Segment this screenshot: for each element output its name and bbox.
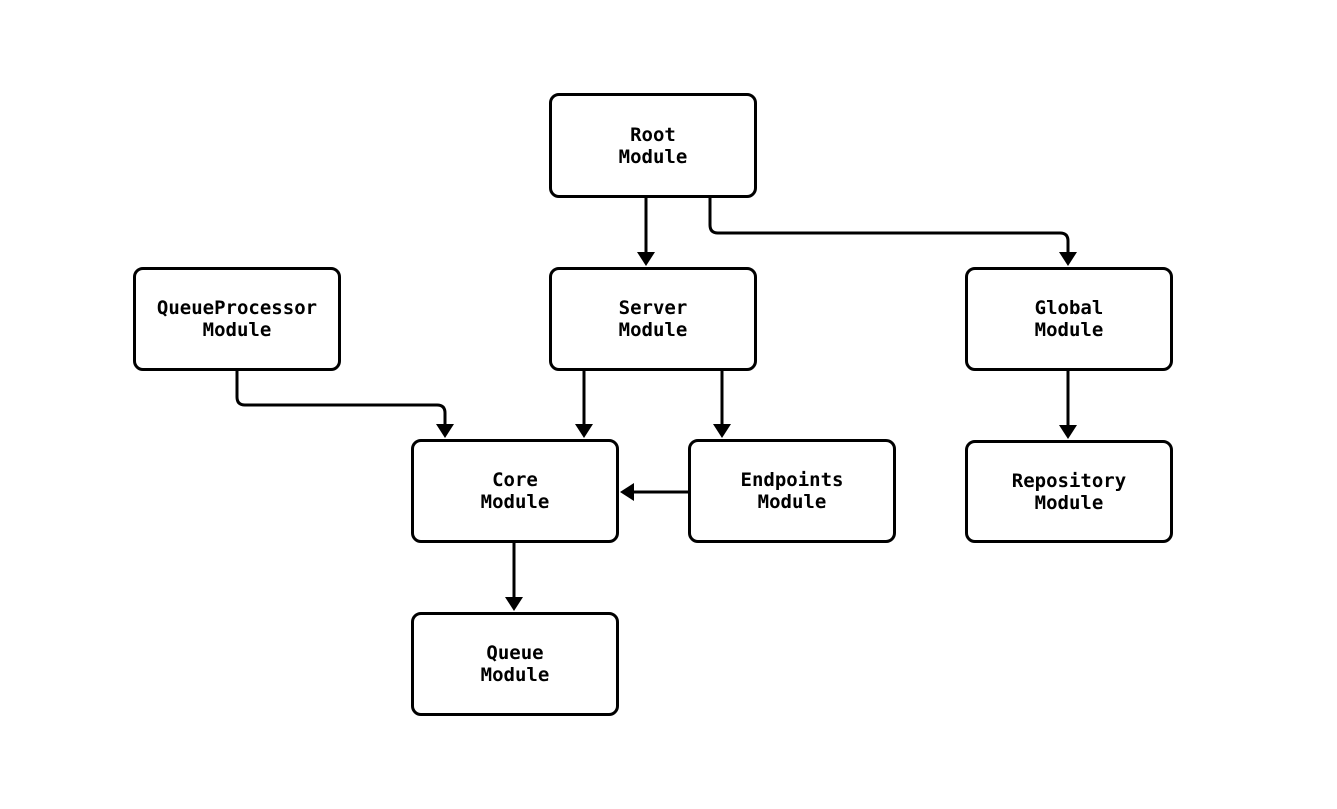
node-label-line: Root <box>630 123 676 146</box>
node-label-line: Global <box>1034 297 1104 319</box>
node-queue-module: Queue Module <box>411 612 619 716</box>
node-root-module: Root Module <box>549 93 757 198</box>
edge-root-to-global <box>708 198 1077 266</box>
node-label-line: Module <box>480 664 550 686</box>
node-label-line: QueueProcessor <box>156 297 318 319</box>
node-global-module: Global Module <box>965 267 1173 371</box>
node-label-line: Module <box>1034 491 1104 514</box>
node-repository-module: Repository Module <box>965 440 1173 543</box>
node-endpoints-module: Endpoints Module <box>688 439 896 543</box>
node-label-line: Module <box>618 145 688 168</box>
node-label-line: Core <box>492 469 538 491</box>
edge-queueprocessor-to-core <box>235 371 454 438</box>
node-label-line: Module <box>757 491 827 513</box>
node-label-line: Module <box>618 319 688 341</box>
node-server-module: Server Module <box>549 267 757 371</box>
node-queueprocessor-module: QueueProcessor Module <box>133 267 341 371</box>
node-label-line: Server <box>618 297 688 319</box>
node-label-line: Endpoints <box>740 469 844 491</box>
node-label-line: Module <box>202 319 272 341</box>
node-label-line: Module <box>480 491 550 513</box>
node-label-line: Queue <box>486 642 544 664</box>
node-label-line: Repository <box>1011 469 1127 492</box>
node-core-module: Core Module <box>411 439 619 543</box>
node-label-line: Module <box>1034 319 1104 341</box>
